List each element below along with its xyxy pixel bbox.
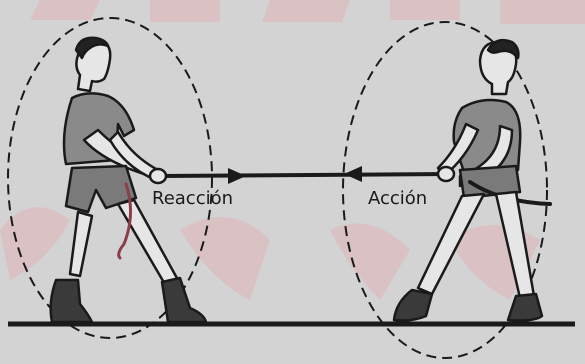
rope [159, 172, 451, 178]
action-label: Acción [368, 188, 428, 209]
reaction-arrow [228, 168, 246, 184]
left-system-ellipse [7, 17, 213, 339]
right-person-figure [392, 39, 552, 322]
right-system-ellipse [342, 21, 548, 359]
left-person-figure [49, 36, 208, 324]
action-arrow [344, 166, 362, 182]
reaction-label: Reacción [152, 188, 234, 209]
